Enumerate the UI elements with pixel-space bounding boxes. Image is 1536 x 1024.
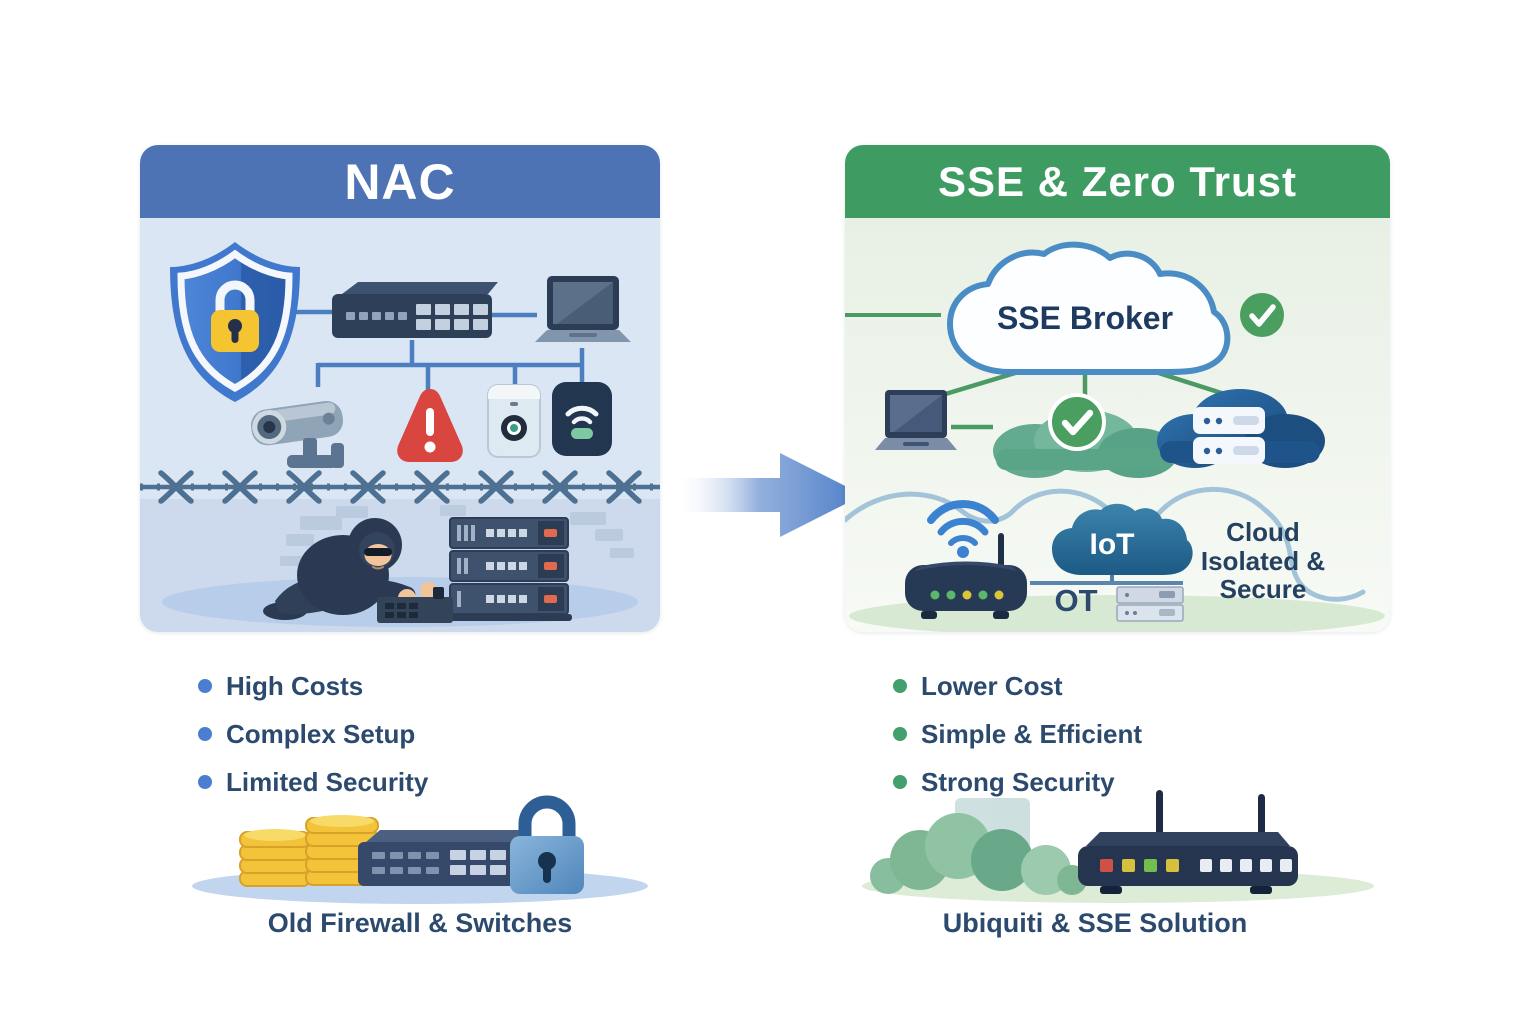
bullet-dot-icon [893,679,907,693]
sse-bullet-list: Lower Cost Simple & Efficient Strong Sec… [893,662,1313,806]
bullet-dot-icon [893,775,907,789]
old-firewall-illustration [190,790,650,908]
datacenter-cloud-icon [1157,389,1325,468]
bullet-label: High Costs [226,670,364,701]
check-icon [1240,293,1284,337]
bullet-label: Simple & Efficient [921,718,1143,749]
padlock-icon [510,795,584,894]
list-item: High Costs [198,662,618,710]
bullet-dot-icon [198,727,212,741]
network-switch-icon [358,830,530,886]
network-lines [292,309,585,390]
bullet-label: Complex Setup [226,718,416,749]
bullet-dot-icon [198,679,212,693]
nac-illustration [140,242,660,632]
sse-solution-illustration [860,788,1380,908]
sse-caption: Ubiquiti & SSE Solution [942,908,1248,938]
sse-header: SSE & Zero Trust [845,145,1390,218]
bullet-dot-icon [893,727,907,741]
ot-label: OT [1054,583,1098,618]
list-item: Limited Security [198,758,618,806]
wifi-router-icon [905,500,1027,619]
cctv-camera-icon [251,400,344,468]
nac-panel: NAC [140,145,660,632]
nac-body [140,218,660,632]
bullet-label: Strong Security [921,766,1115,797]
laptop-icon [535,276,631,342]
sse-panel: SSE & Zero Trust [845,145,1390,632]
sse-router-icon [1078,790,1298,894]
brick-wall [280,505,634,566]
bullet-label: Lower Cost [921,670,1063,701]
flow-arrow-icon [668,445,868,545]
wifi-device-icon [552,382,612,456]
list-item: Lower Cost [893,662,1313,710]
smart-device-icon [487,384,541,458]
nac-bullet-list: High Costs Complex Setup Limited Securit… [198,662,618,806]
list-item: Simple & Efficient [893,710,1313,758]
bullet-label: Limited Security [226,766,429,797]
coins-icon [239,815,379,887]
hacker-icon [263,518,453,623]
laptop-icon [875,390,957,450]
sse-broker-label: SSE Broker [996,300,1174,336]
server-rack-icon [446,517,572,621]
network-switch-icon [332,282,498,338]
iot-cloud-icon [1030,503,1193,585]
nac-title: NAC [344,153,456,210]
sse-body: SSE Broker IoT OT Cloud Isolated & Secur… [845,218,1390,632]
sse-illustration [845,241,1390,632]
nac-header: NAC [140,145,660,218]
cloud-isolated-note: Cloud Isolated & Secure [1200,517,1326,605]
bullet-dot-icon [198,775,212,789]
list-item: Complex Setup [198,710,618,758]
sse-broker-cloud-icon [947,241,1231,375]
barbed-wire-icon [140,470,660,504]
list-item: Strong Security [893,758,1313,806]
sse-title: SSE & Zero Trust [937,157,1298,205]
secure-cloud-icon [993,393,1178,478]
nac-caption: Old Firewall & Switches [267,908,573,938]
iot-label: IoT [1089,528,1135,561]
shield-lock-icon [170,242,300,402]
greenery-icon [870,798,1087,895]
ot-server-icon [1116,586,1184,622]
warning-icon [397,389,463,462]
